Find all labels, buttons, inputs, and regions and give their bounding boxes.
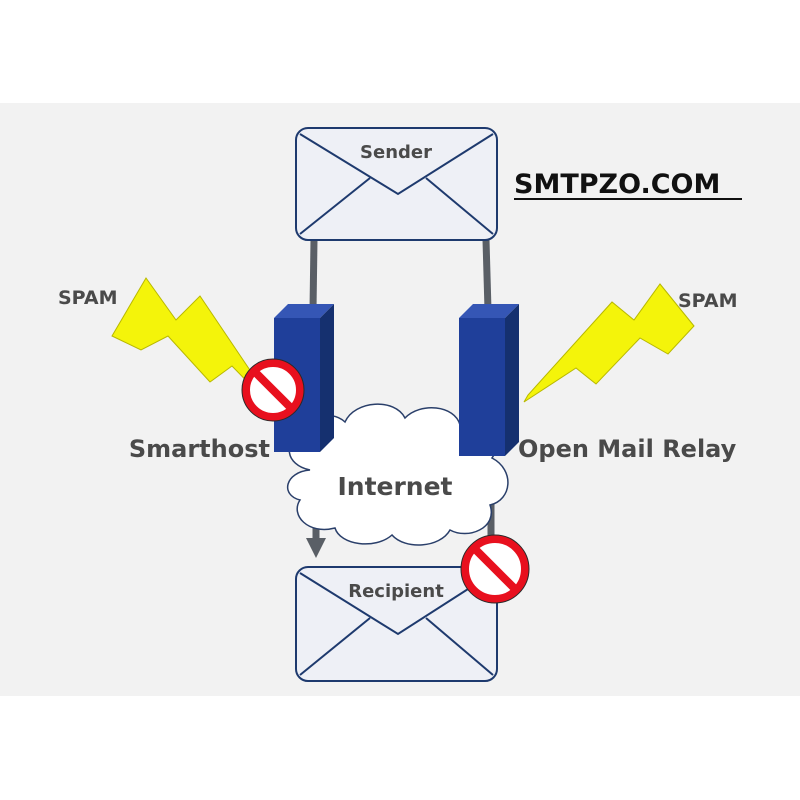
spam-label-left: SPAM [58, 287, 117, 309]
spam-label-right: SPAM [678, 290, 737, 312]
sender-label: Sender [360, 142, 432, 163]
relay-server-icon [459, 304, 519, 456]
lightning-bolt-icon [523, 283, 695, 403]
no-entry-icon [460, 534, 530, 604]
brand-text: SMTPZO.COM [514, 169, 720, 200]
cable-sender-smarthost [309, 239, 318, 311]
recipient-envelope-icon [295, 566, 498, 682]
relay-label: Open Mail Relay [518, 435, 737, 463]
recipient-label: Recipient [348, 581, 444, 602]
sender-envelope-icon [295, 127, 498, 241]
cable-sender-relay [482, 239, 492, 311]
internet-label: Internet [337, 472, 452, 501]
no-entry-icon [241, 358, 305, 422]
smarthost-label: Smarthost [129, 435, 270, 463]
cloud-icon [286, 403, 509, 546]
